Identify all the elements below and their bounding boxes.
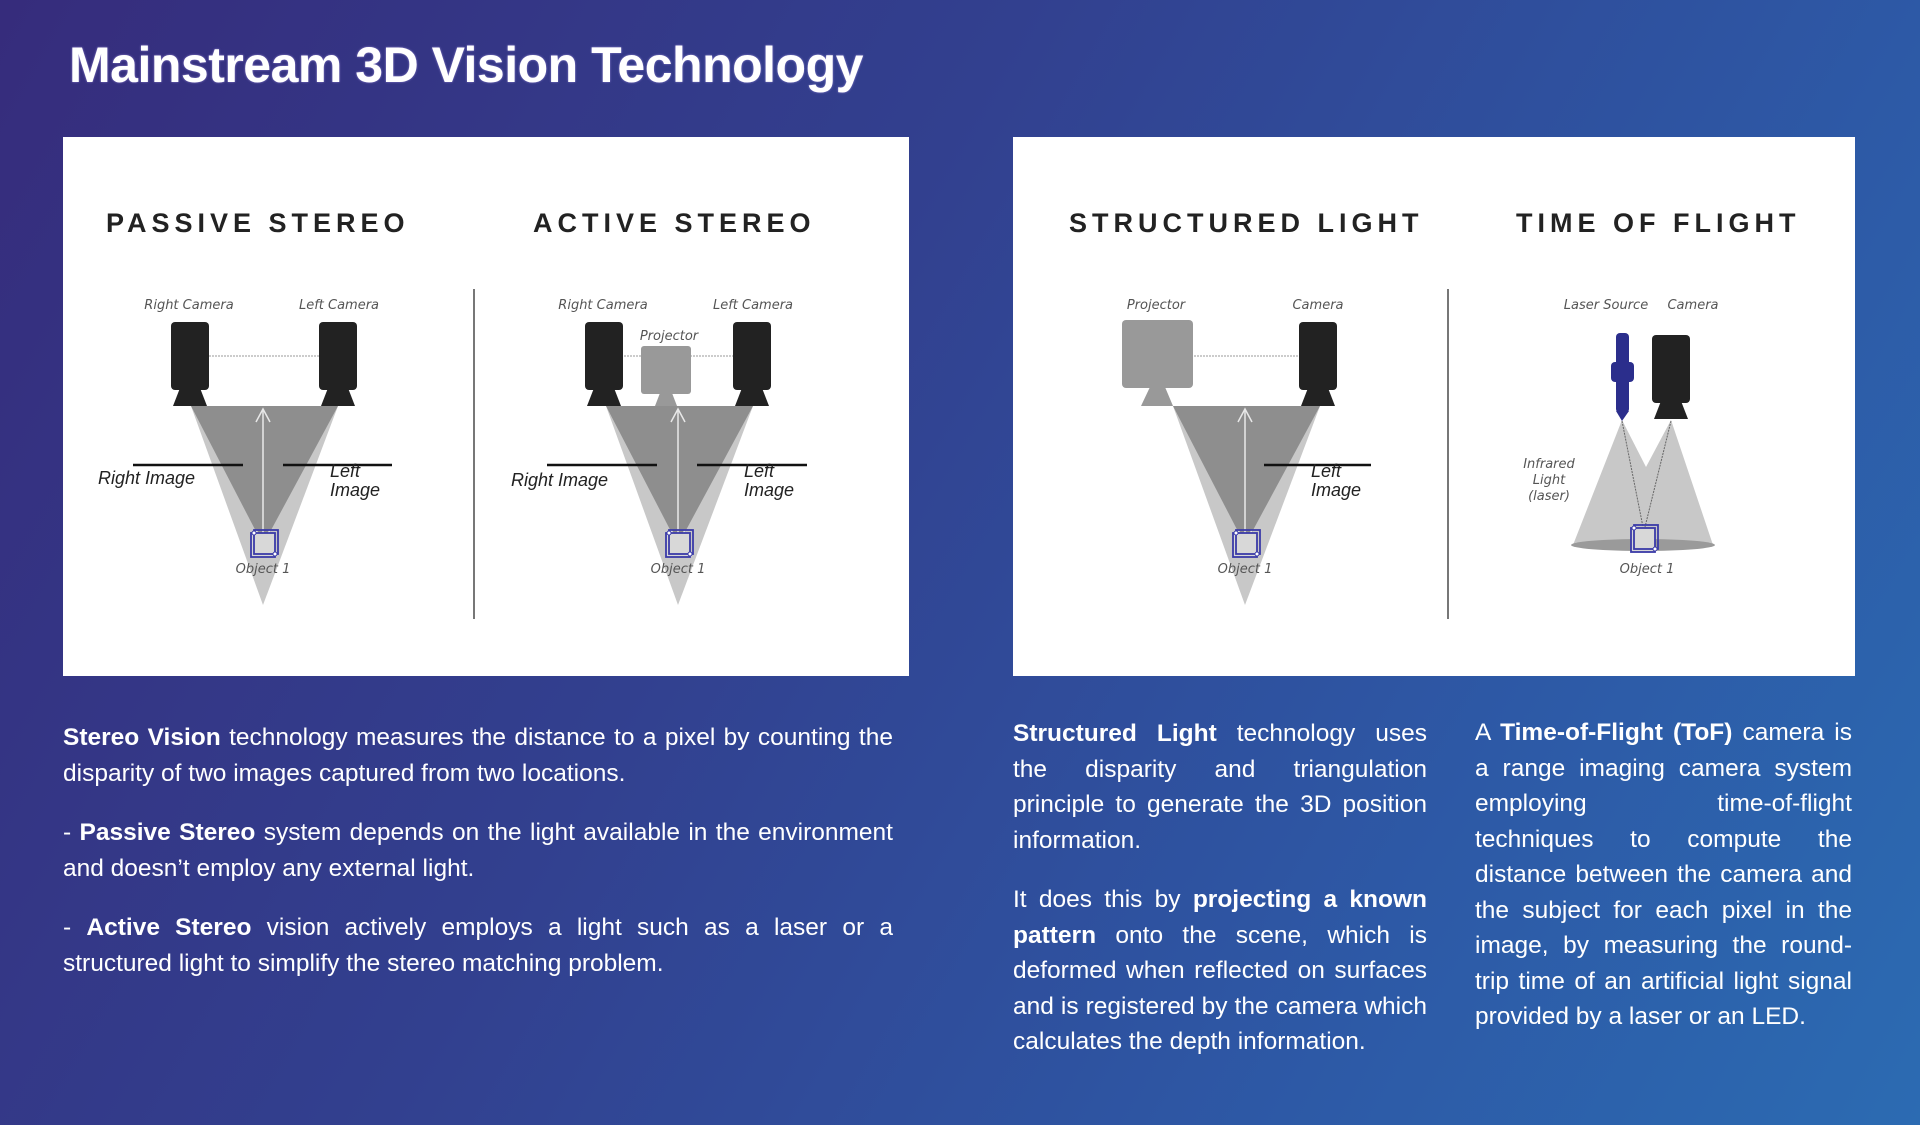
active-stereo-term: Active Stereo (86, 914, 252, 941)
structured-paragraph-1: Structured Light technology uses the dis… (1013, 716, 1427, 858)
right-camera-icon (585, 322, 623, 406)
object-label: Object 1 (1218, 562, 1273, 577)
left-image-label: Left (744, 461, 775, 481)
right-camera-label: Right Camera (558, 298, 647, 313)
projector-icon (641, 346, 691, 406)
structured-light-heading: STRUCTURED LIGHT (1069, 208, 1423, 238)
camera-label: Camera (1292, 298, 1343, 313)
page-title: Mainstream 3D Vision Technology (69, 37, 863, 93)
left-image-label-2: Image (744, 480, 794, 500)
structured-light-term: Structured Light (1013, 720, 1217, 747)
tof-description: A Time-of-Flight (ToF) camera is a range… (1475, 715, 1852, 1059)
camera-icon (1652, 335, 1690, 419)
stereo-text: technology measures the distance to a pi… (63, 724, 893, 787)
object-icon (250, 529, 279, 558)
sl-tof-diagram: STRUCTURED LIGHT Projector Camera Left I… (1069, 208, 1800, 619)
left-camera-icon (733, 322, 771, 406)
sl-tof-diagram-panel: STRUCTURED LIGHT Projector Camera Left I… (1013, 137, 1855, 676)
tof-term: Time-of-Flight (ToF) (1500, 719, 1733, 746)
structured-light-description: Structured Light technology uses the dis… (1013, 716, 1427, 1084)
passive-stereo-heading: PASSIVE STEREO (106, 208, 410, 238)
stereo-paragraph: Stereo Vision technology measures the di… (63, 720, 893, 791)
structured-text-pre: It does this by (1013, 886, 1193, 913)
left-image-label: Left (330, 461, 361, 481)
left-image-label: Left (1311, 461, 1342, 481)
active-stereo-heading: ACTIVE STEREO (533, 208, 816, 238)
left-camera-label: Left Camera (713, 298, 793, 313)
projector-label: Projector (640, 329, 700, 344)
time-of-flight-diagram: Laser Source Camera Infrared Light (lase… (1523, 298, 1718, 577)
bullet-dash: - (63, 819, 80, 846)
projector-label: Projector (1127, 298, 1187, 313)
object-label: Object 1 (236, 562, 291, 577)
left-image-label-2: Image (1311, 480, 1361, 500)
stereo-vision-description: Stereo Vision technology measures the di… (63, 720, 893, 1005)
infrared-light-label-3: (laser) (1528, 489, 1570, 504)
object-label: Object 1 (1620, 562, 1675, 577)
time-of-flight-heading: TIME OF FLIGHT (1516, 208, 1800, 238)
stereo-diagram-panel: PASSIVE STEREO Right Camera Left Camera … (63, 137, 909, 676)
stereo-vision-term: Stereo Vision (63, 724, 221, 751)
camera-label: Camera (1667, 298, 1718, 313)
tof-paragraph: A Time-of-Flight (ToF) camera is a range… (1475, 715, 1852, 1035)
projecting-pattern-term: projecting a known pattern (1013, 886, 1427, 949)
structured-text-rest: onto the scene, which is deformed when r… (1013, 921, 1427, 1056)
camera-icon (1299, 322, 1337, 406)
right-image-label: Right Image (98, 468, 195, 488)
laser-source-icon (1611, 333, 1634, 421)
object-icon (1232, 529, 1261, 558)
object-icon (1630, 524, 1659, 553)
stereo-diagram: PASSIVE STEREO Right Camera Left Camera … (98, 208, 816, 619)
passive-paragraph: - Passive Stereo system depends on the l… (63, 815, 893, 886)
object-icon (665, 529, 694, 558)
active-paragraph: - Active Stereo vision actively employs … (63, 910, 893, 981)
left-image-label-2: Image (330, 480, 380, 500)
infrared-light-label-2: Light (1533, 473, 1566, 488)
structured-light-diagram: Projector Camera Left Image Object 1 (1122, 298, 1371, 605)
passive-stereo-diagram: Right Camera Left Camera Right Image Lef… (98, 298, 392, 605)
tof-text: camera is a range imaging camera system … (1475, 719, 1852, 1030)
active-text: vision actively employs a light such as … (63, 914, 893, 977)
left-camera-label: Left Camera (299, 298, 379, 313)
tof-text-pre: A (1475, 719, 1501, 746)
laser-source-label: Laser Source (1564, 298, 1648, 313)
right-image-label: Right Image (511, 470, 608, 490)
structured-paragraph-2: It does this by projecting a known patte… (1013, 882, 1427, 1060)
right-camera-label: Right Camera (144, 298, 233, 313)
bullet-dash: - (63, 914, 87, 941)
right-camera-icon (171, 322, 209, 406)
projector-icon (1122, 320, 1193, 406)
passive-text: system depends on the light available in… (63, 819, 893, 882)
object-label: Object 1 (651, 562, 706, 577)
structured-text: technology uses the disparity and triang… (1013, 720, 1428, 854)
passive-stereo-term: Passive Stereo (79, 819, 256, 846)
active-stereo-diagram: Right Camera Left Camera Projector Right… (511, 298, 807, 605)
left-camera-icon (319, 322, 357, 406)
infrared-light-label: Infrared (1523, 457, 1575, 472)
